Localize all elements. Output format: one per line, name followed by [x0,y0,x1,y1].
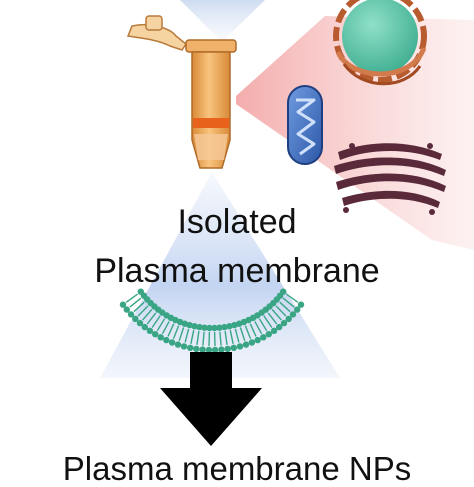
mitochondrion-icon [288,86,322,164]
label-plasma-membrane-nps: Plasma membrane NPs [0,452,474,485]
label-isolated: Isolated [0,205,474,239]
label-plasma-membrane: Plasma membrane [0,254,474,288]
top-blue-beam [180,0,265,42]
